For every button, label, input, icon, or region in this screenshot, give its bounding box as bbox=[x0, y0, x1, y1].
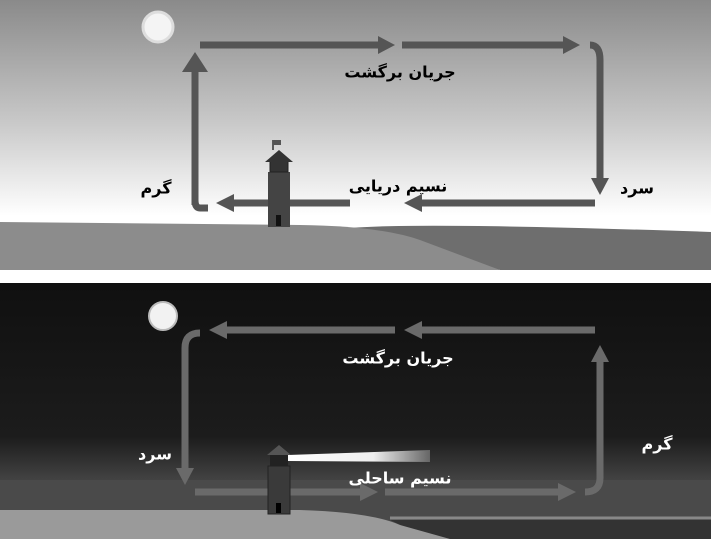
day-warm-label: گرم bbox=[140, 178, 172, 198]
separator bbox=[0, 270, 711, 283]
sun-icon bbox=[141, 10, 175, 44]
night-warm-label: گرم bbox=[641, 434, 673, 454]
moon-icon bbox=[148, 301, 178, 331]
land bbox=[0, 222, 500, 270]
cold-sinking-arrow bbox=[589, 41, 604, 180]
arrowhead-up bbox=[182, 52, 208, 72]
night-arrowheads bbox=[176, 321, 609, 501]
land bbox=[0, 510, 450, 539]
day-panel bbox=[0, 0, 711, 270]
day-cold-label: سرد bbox=[620, 178, 654, 198]
sea bbox=[350, 225, 711, 270]
day-return-current-label: جریان برگشت bbox=[344, 62, 456, 82]
sea-breeze-label: نسیم دریایی bbox=[348, 176, 448, 196]
warm-rising-arrow bbox=[584, 360, 604, 496]
light-beam bbox=[288, 450, 430, 462]
cold-sinking-arrow bbox=[181, 329, 201, 470]
sea bbox=[390, 518, 711, 539]
land-breeze-label: نسیم ساحلی bbox=[348, 468, 452, 488]
lighthouse-day bbox=[265, 140, 293, 227]
night-panel bbox=[0, 283, 711, 539]
corner bbox=[191, 199, 208, 212]
day-circulation-arrows bbox=[191, 41, 604, 212]
day-arrowheads bbox=[182, 36, 609, 212]
night-return-current-label: جریان برگشت bbox=[342, 348, 454, 368]
night-cold-label: سرد bbox=[138, 444, 172, 464]
lighthouse-night bbox=[267, 445, 291, 515]
